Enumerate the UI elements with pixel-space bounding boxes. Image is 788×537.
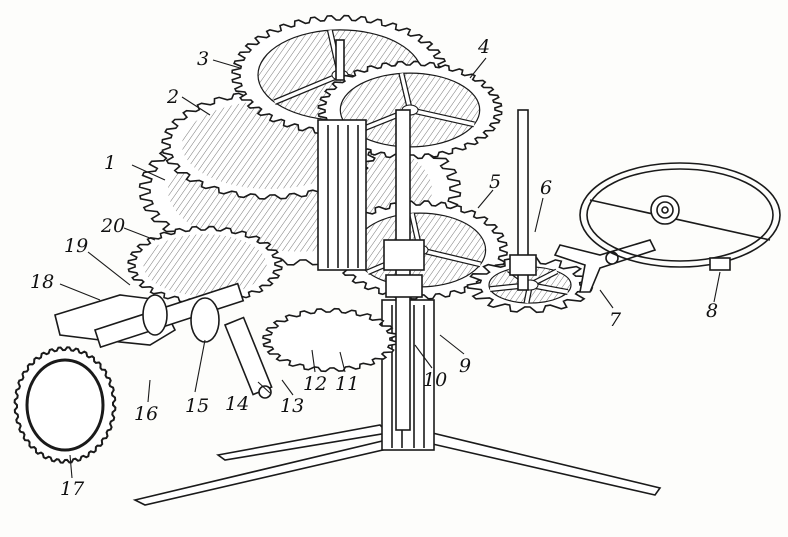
label-17: 17 bbox=[60, 478, 85, 500]
label-10: 10 bbox=[423, 369, 447, 391]
label-9: 9 bbox=[459, 355, 471, 377]
part-labels: 1 2 3 4 5 6 7 8 9 10 11 12 13 14 15 16 1… bbox=[30, 36, 718, 500]
label-8: 8 bbox=[706, 300, 718, 322]
label-16: 16 bbox=[134, 403, 158, 425]
label-12: 12 bbox=[303, 373, 327, 395]
label-4: 4 bbox=[477, 36, 490, 58]
balance-wheel-8 bbox=[579, 162, 781, 271]
label-13: 13 bbox=[280, 395, 304, 417]
label-2: 2 bbox=[166, 86, 179, 108]
central-arbor bbox=[317, 39, 537, 431]
label-14: 14 bbox=[225, 393, 249, 415]
label-19: 19 bbox=[64, 235, 88, 257]
label-6: 6 bbox=[540, 177, 552, 199]
label-3: 3 bbox=[197, 48, 209, 70]
label-11: 11 bbox=[335, 373, 359, 395]
crown-17 bbox=[13, 346, 117, 464]
label-1: 1 bbox=[104, 152, 116, 174]
leader-lines bbox=[59, 57, 721, 479]
base-stand bbox=[132, 299, 662, 506]
label-15: 15 bbox=[185, 395, 209, 417]
label-5: 5 bbox=[489, 171, 501, 193]
gear-20 bbox=[127, 225, 283, 305]
label-18: 18 bbox=[30, 271, 54, 293]
label-20: 20 bbox=[100, 215, 125, 237]
gear-12 bbox=[261, 307, 399, 373]
winding-stem bbox=[54, 282, 273, 399]
label-7: 7 bbox=[609, 309, 622, 331]
pallet-fork-7 bbox=[553, 239, 657, 293]
